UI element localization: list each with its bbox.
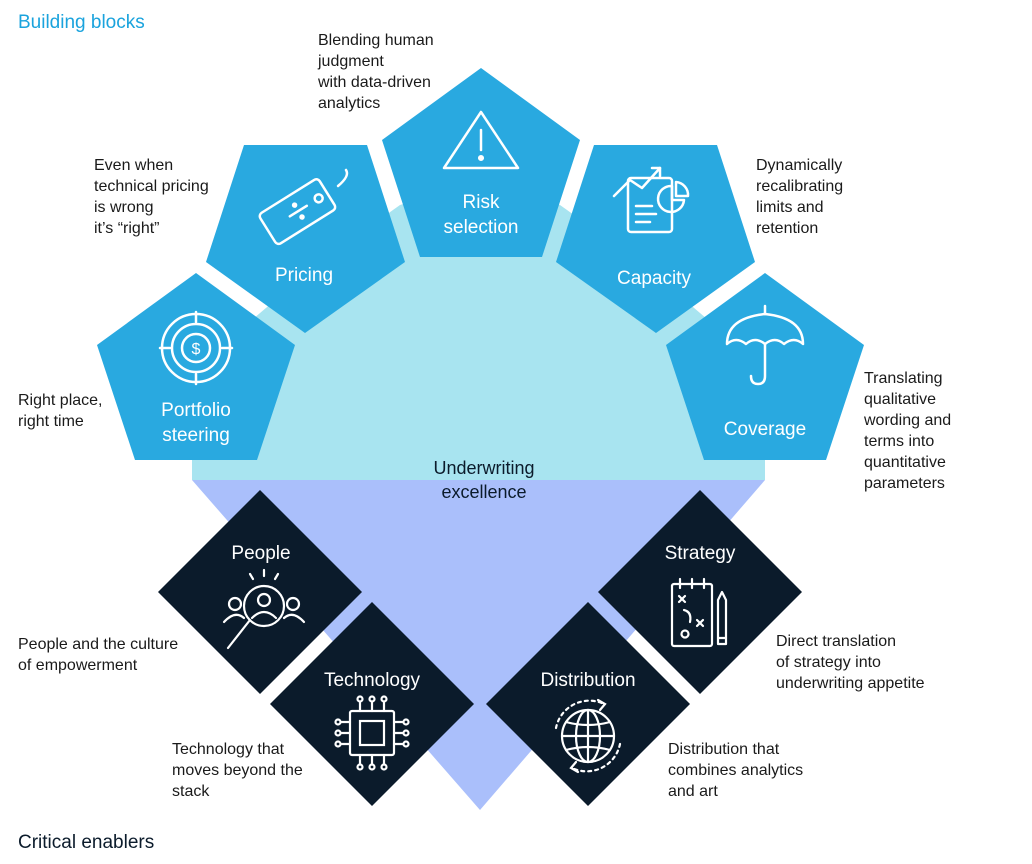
block-capacity-label: Capacity — [617, 268, 691, 289]
description-technology: Technology that moves beyond the stack — [172, 741, 303, 800]
description-capacity: Dynamically recalibrating limits and ret… — [756, 157, 844, 237]
block-pricing-shape — [206, 145, 405, 333]
price-tag-icon — [258, 168, 349, 246]
strategy-board-icon — [670, 577, 728, 648]
description-coverage: Translating qualitative wording and term… — [864, 370, 952, 492]
globe-icon — [554, 698, 622, 774]
enabler-technology-label: Technology — [324, 670, 421, 691]
block-portfolio-steering: $ Portfolio steering — [97, 273, 295, 460]
block-pricing-label: Pricing — [275, 265, 333, 286]
block-coverage: Coverage — [666, 273, 864, 460]
center-label-line1: Underwriting — [433, 458, 534, 478]
block-risk-shape — [382, 68, 580, 257]
enabler-distribution-shape — [486, 602, 690, 806]
enabler-distribution-label: Distribution — [540, 670, 635, 691]
enabler-strategy-label: Strategy — [665, 543, 736, 564]
enabler-people-label: People — [231, 543, 290, 564]
description-strategy: Direct translation of strategy into unde… — [776, 633, 925, 692]
description-pricing: Even when technical pricing is wrong it’… — [94, 157, 209, 237]
block-pricing: Pricing — [206, 145, 405, 333]
block-risk-selection: Risk selection — [382, 68, 580, 257]
block-risk-label-line2: selection — [444, 217, 519, 238]
description-distribution: Distribution that combines analytics and… — [668, 741, 804, 800]
enabler-distribution: Distribution — [486, 602, 690, 806]
enabler-technology: Technology — [270, 602, 474, 806]
people-search-icon — [222, 568, 306, 650]
block-coverage-label: Coverage — [724, 419, 806, 440]
critical-enablers-heading: Critical enablers — [18, 832, 155, 853]
block-capacity: Capacity — [556, 145, 755, 333]
block-portfolio-label-line1: Portfolio — [161, 400, 231, 421]
description-people: People and the culture of empowerment — [18, 636, 179, 674]
growth-chart-icon — [612, 166, 690, 234]
block-capacity-shape — [556, 145, 755, 333]
description-risk: Blending human judgment with data-driven… — [318, 32, 434, 112]
block-portfolio-shape — [97, 273, 295, 460]
lower-triangle — [192, 480, 765, 810]
chip-icon — [334, 695, 410, 771]
enabler-people-shape — [158, 490, 362, 694]
warning-icon — [442, 110, 520, 170]
enabler-strategy-shape — [598, 490, 802, 694]
building-blocks-heading: Building blocks — [18, 12, 145, 33]
block-portfolio-label-line2: steering — [162, 425, 230, 446]
enabler-people: People — [158, 490, 362, 694]
enabler-strategy: Strategy — [598, 490, 802, 694]
block-risk-label-line1: Risk — [463, 192, 500, 213]
umbrella-icon — [725, 304, 805, 386]
center-label-line2: excellence — [441, 482, 526, 502]
dollar-target-icon: $ — [158, 310, 234, 386]
description-portfolio: Right place, right time — [18, 392, 103, 430]
svg-text:$: $ — [192, 341, 201, 358]
